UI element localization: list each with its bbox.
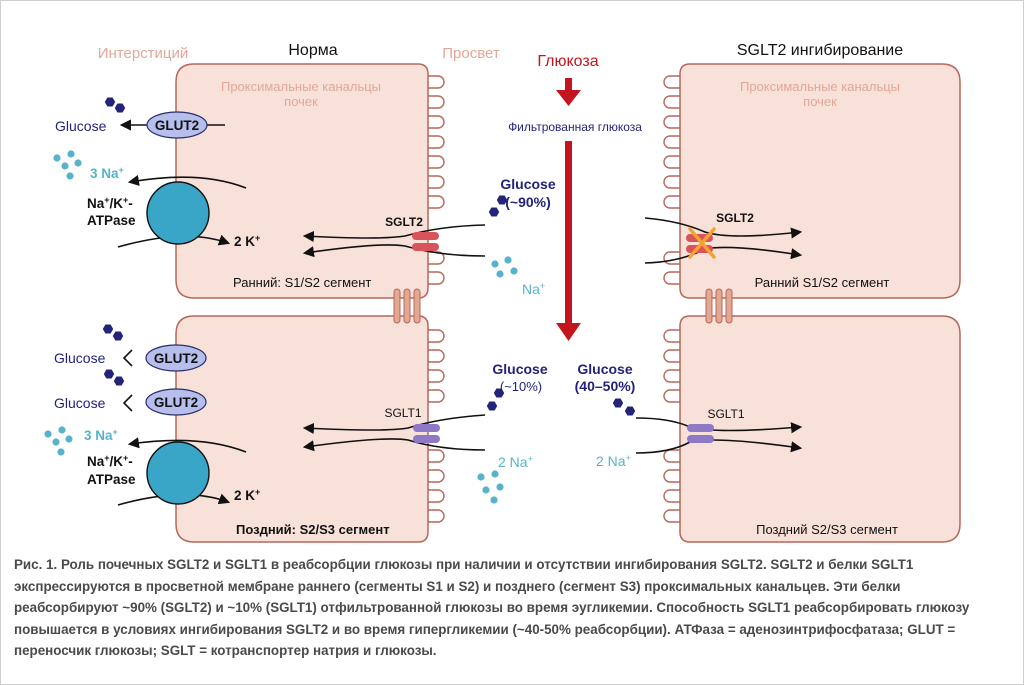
normal-late-glut2-1 [145, 344, 207, 372]
normal-late-glut2-2 [145, 388, 207, 416]
filtered-glucose-arrow [556, 141, 581, 341]
normal-sglt1-marker [413, 424, 440, 432]
normal-late-atpase [146, 441, 210, 505]
normal-early-glut2-label: GLUT2 [155, 118, 199, 133]
normal-late-lumen-glucose: Glucose [492, 361, 547, 377]
normal-early-k-label: 2 K+ [234, 233, 260, 249]
inhibited-sglt2-glucose-path [644, 217, 803, 239]
inhibition-heading: SGLT2 ингибирование [737, 42, 903, 59]
normal-sglt2-glucose-path [302, 224, 486, 243]
normal-sglt1-glucose-path [302, 414, 486, 435]
normal-late-glucose-exit-arrow [122, 349, 133, 367]
inhibited-late-glucose: Glucose [577, 361, 632, 377]
glucose-molecule-icon [612, 398, 624, 408]
renal-glucose-diagram: Интерстиций Норма Просвет Глюкоза SGLT2 … [44, 42, 961, 543]
sodium-ion-icon [477, 470, 504, 504]
normal-heading: Норма [288, 42, 337, 59]
normal-early-atpase-line1: Na+/K+- [87, 195, 133, 211]
inhibited-early-cell [679, 63, 961, 299]
inhibited-late-segment: Поздний S2/S3 сегмент [756, 522, 898, 537]
normal-cell-title-line2: почек [284, 94, 318, 109]
normal-sglt1-label: SGLT1 [384, 406, 421, 420]
normal-early-glut2 [146, 111, 208, 139]
filtered-glucose-label: Фильтрованная глюкоза [508, 120, 642, 134]
normal-late-na-out-label: 3 Na+ [84, 427, 118, 443]
normal-early-na-out-label: 3 Na+ [90, 165, 124, 181]
normal-cell-title-line1: Проксимальные канальцы [221, 79, 381, 94]
inhibited-late-microvilli [663, 329, 680, 523]
normal-sglt1-sodium-path [302, 438, 486, 452]
normal-late-glucose-label-1: Glucose [54, 350, 106, 366]
glucose-molecule-icon [488, 207, 500, 217]
lumen-label: Просвет [442, 45, 500, 62]
normal-sglt2-sodium-path [302, 244, 486, 258]
normal-late-glucose-label-2: Glucose [54, 395, 106, 411]
normal-early-segment: Ранний: S1/S2 сегмент [233, 275, 371, 290]
normal-late-glut2-label-2: GLUT2 [154, 395, 198, 410]
normal-early-lumen-glucose: Glucose [500, 176, 555, 192]
normal-early-lumen-glucose-pct: (~90%) [505, 194, 551, 210]
normal-early-na-pump-arrow [127, 174, 247, 189]
sodium-ion-icon [491, 256, 518, 278]
glucose-molecule-icon [104, 97, 116, 107]
inhibited-late-cell [679, 315, 961, 543]
inhibition-cross-icon [688, 227, 716, 259]
interstitium-label: Интерстиций [98, 45, 189, 62]
sodium-ion-icon [53, 150, 82, 180]
inhibited-cell-title-line1: Проксимальные канальцы [740, 79, 900, 94]
normal-sglt2-marker [412, 232, 439, 240]
normal-late-atpase-line2: ATPase [87, 472, 136, 487]
normal-late-glucose-exit-arrow [122, 394, 133, 412]
normal-early-glucose-label: Glucose [55, 118, 107, 134]
inhibited-late-na: 2 Na+ [596, 453, 631, 469]
inhibited-sglt1-marker [687, 435, 714, 443]
normal-late-lumen-na: 2 Na+ [498, 454, 533, 470]
normal-sglt2-label: SGLT2 [385, 215, 423, 229]
normal-early-lumen-na: Na+ [522, 281, 545, 297]
glucose-inflow-arrow [556, 78, 581, 106]
normal-early-microvilli [428, 75, 445, 285]
inhibited-sglt1-marker [687, 424, 714, 432]
glucose-molecule-icon [114, 103, 126, 113]
normal-late-cell [175, 315, 429, 543]
normal-late-k-label: 2 K+ [234, 487, 260, 503]
glucose-molecule-icon [486, 401, 498, 411]
inhibited-late-glucose-pct: (40–50%) [575, 378, 636, 394]
glucose-molecule-icon [112, 331, 124, 341]
normal-early-atpase [146, 181, 210, 245]
glucose-molecule-icon [103, 369, 115, 379]
inhibited-early-segment: Ранний S1/S2 сегмент [755, 275, 890, 290]
glucose-heading: Глюкоза [537, 53, 598, 70]
inhibited-cell-title-line2: почек [803, 94, 837, 109]
normal-early-atpase-line2: ATPase [87, 213, 136, 228]
glucose-molecule-icon [102, 324, 114, 334]
normal-late-na-pump-arrow [127, 437, 247, 453]
normal-late-lumen-glucose-pct: (~10%) [500, 379, 542, 394]
inhibited-sglt1-label: SGLT1 [707, 407, 744, 421]
inhibited-tight-junction-icon [705, 288, 733, 324]
normal-sglt2-marker [412, 243, 439, 251]
sodium-ion-icon [44, 426, 73, 456]
figure-caption: Рис. 1. Роль почечных SGLT2 и SGLT1 в ре… [14, 557, 970, 658]
inhibited-early-microvilli [663, 75, 680, 285]
glucose-molecule-icon [113, 376, 125, 386]
normal-late-glut2-label-1: GLUT2 [154, 351, 198, 366]
normal-late-segment: Поздний: S2/S3 сегмент [236, 522, 390, 537]
normal-tight-junction-icon [393, 288, 421, 324]
glucose-molecule-icon [624, 406, 636, 416]
normal-late-atpase-line1: Na+/K+- [87, 453, 133, 469]
normal-sglt1-marker [413, 435, 440, 443]
normal-late-microvilli [428, 329, 445, 523]
inhibited-sglt2-label: SGLT2 [716, 211, 754, 225]
